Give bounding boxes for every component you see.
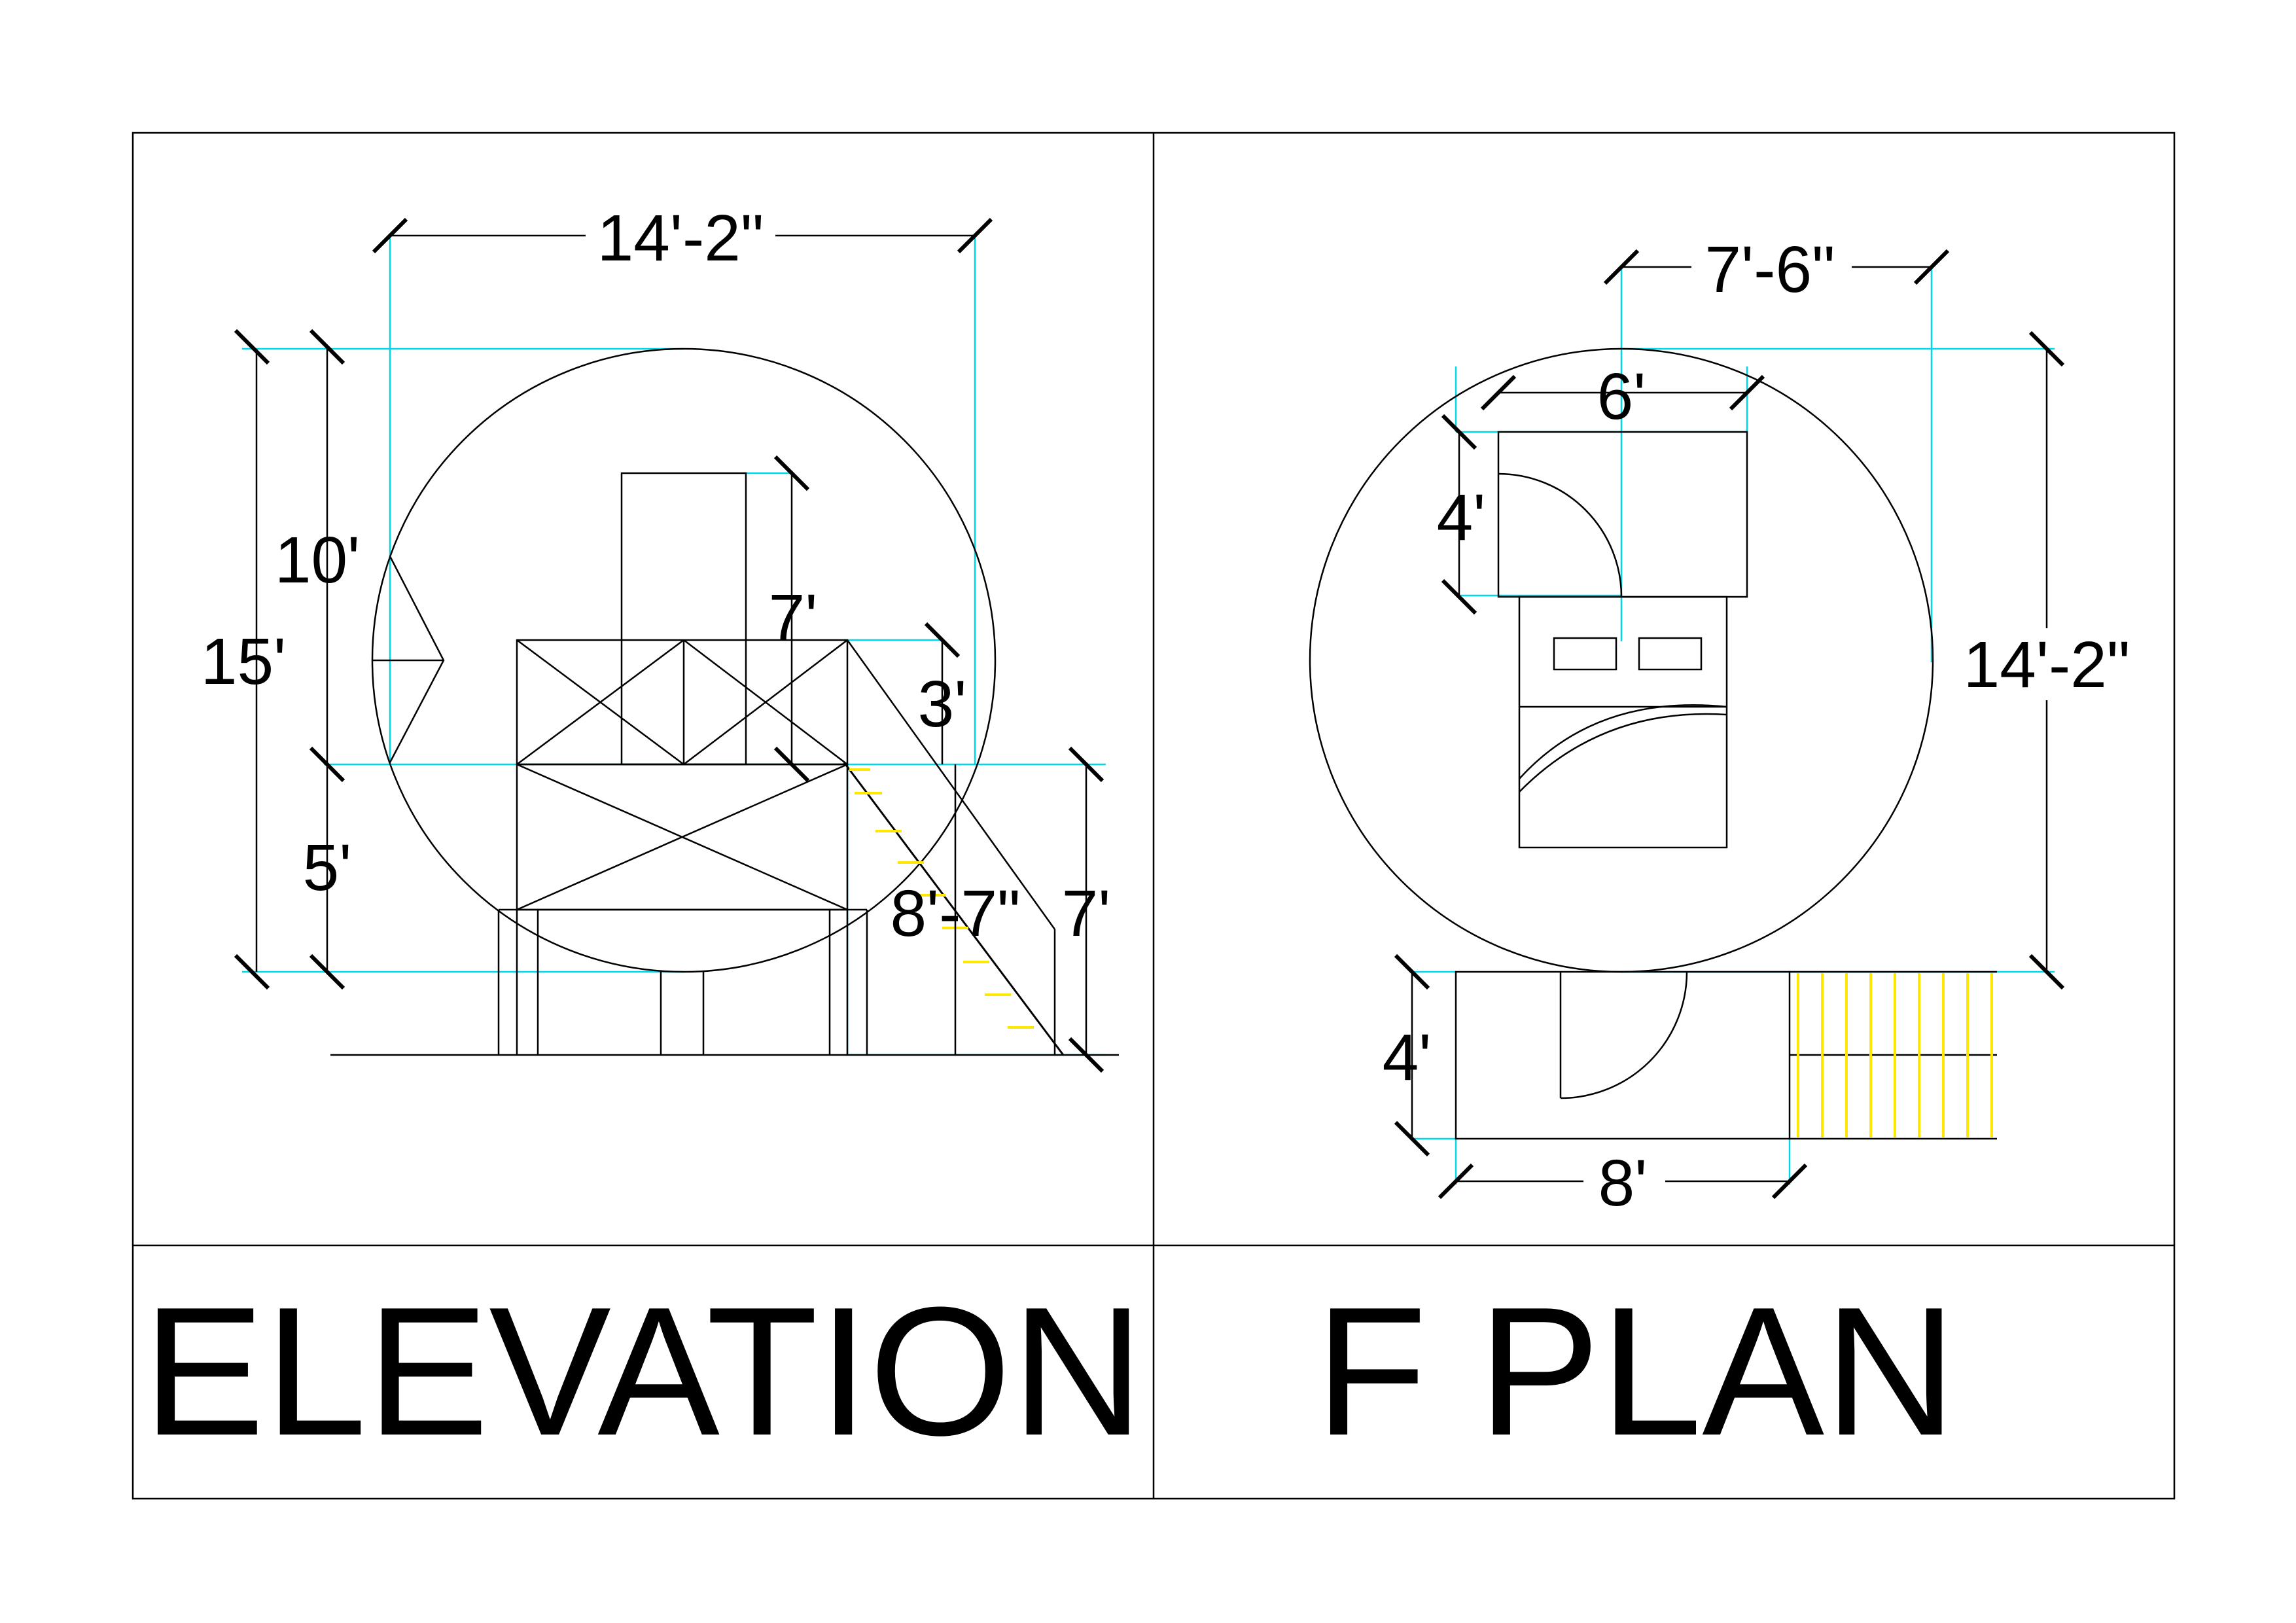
elevation-side-flag	[389, 556, 445, 763]
dim-overall-width: 14'-2"	[597, 202, 764, 275]
elevation-dimension-ticks	[234, 217, 1104, 1073]
dim-plan-top-width: 7'-6"	[1704, 233, 1835, 306]
plan-window-left	[1553, 637, 1617, 671]
dim-door-height: 7'	[769, 581, 818, 654]
dim-plan-upper-depth: 4'	[1437, 481, 1486, 554]
plan-window-right	[1638, 637, 1703, 671]
dim-stair-length: 8'-7"	[890, 877, 1020, 950]
dim-lower-height: 5'	[303, 831, 352, 904]
plan-dimension-ticks	[1394, 249, 2065, 1200]
plan-deck	[1455, 971, 1791, 1140]
title-plan: F PLAN	[1315, 1270, 1956, 1474]
dim-stair-height: 7'	[1062, 877, 1111, 950]
plan-main-unit	[1518, 596, 1728, 849]
dim-plan-deck-width: 8'	[1598, 1147, 1648, 1220]
elevation-base	[330, 908, 1119, 1056]
title-elevation: ELEVATION	[143, 1270, 1144, 1474]
plan-upper-room	[1497, 431, 1748, 598]
dim-upper-height: 10'	[275, 524, 360, 597]
dim-plan-overall-height: 14'-2"	[1964, 628, 2130, 702]
plan-stair	[1790, 971, 1997, 1140]
title-block: ELEVATION F PLAN	[143, 1270, 1956, 1474]
dim-rail-height: 3'	[918, 668, 967, 741]
elevation-upper-frame	[516, 639, 849, 766]
dim-total-height: 15'	[201, 625, 286, 698]
plan-dimension-lines	[1411, 266, 2048, 1183]
dim-plan-inner-width: 6'	[1597, 360, 1646, 433]
plan-view: 7'-6" 6' 14'-2" 4' 4' 8'	[1309, 233, 2133, 1220]
sheet-frame	[132, 132, 2176, 1500]
elevation-stair	[843, 639, 1065, 1056]
dim-plan-deck-depth: 4'	[1383, 1021, 1432, 1094]
elevation-site-circle	[371, 348, 997, 973]
elevation-view: 14'-2" 15' 10' 5' 7' 3' 8'-7" 7'	[201, 200, 1119, 1073]
elevation-lower-frame	[516, 763, 849, 911]
plan-upper-door-swing	[1498, 473, 1623, 597]
plan-deck-door-swing	[1560, 971, 1688, 1099]
